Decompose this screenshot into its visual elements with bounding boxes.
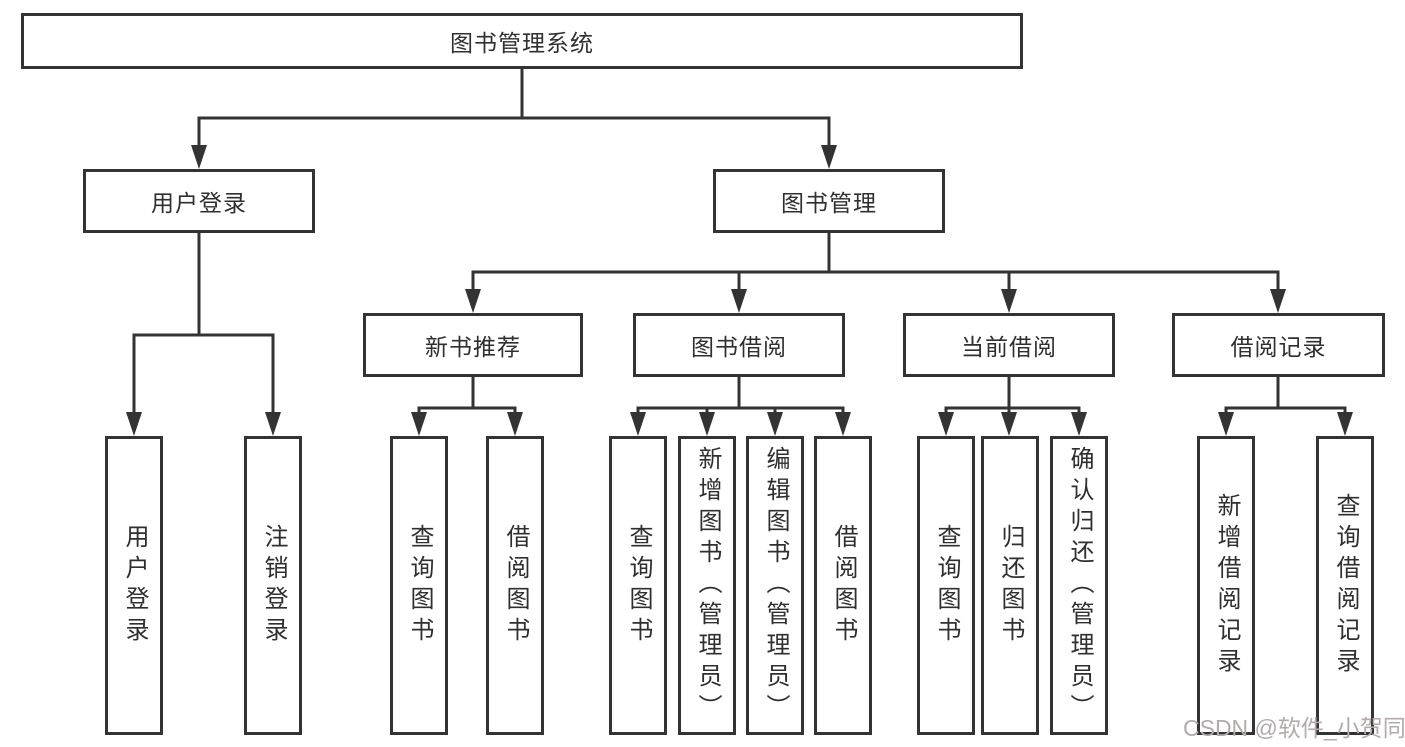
leaf-label: 查询借阅记录 (1332, 492, 1359, 679)
leaf-query-books-3: 查询图书 (917, 436, 975, 735)
leaf-borrow-books-1: 借阅图书 (486, 436, 544, 735)
leaf-add-books-admin: 新增图书（管理员） (678, 436, 736, 735)
leaf-edit-books-admin: 编辑图书（管理员） (746, 436, 804, 735)
leaf-label: 编辑图书（管理员） (762, 446, 789, 725)
leaf-label: 归还图书 (997, 523, 1024, 648)
leaf-label: 用户登录 (121, 523, 148, 648)
leaf-label: 确认归还（管理员） (1066, 446, 1093, 725)
leaf-query-books-1: 查询图书 (390, 436, 448, 735)
node-current-borrowing: 当前借阅 (903, 313, 1115, 377)
leaf-return-books: 归还图书 (981, 436, 1039, 735)
node-user-login: 用户登录 (83, 169, 315, 233)
leaf-logout: 注销登录 (244, 436, 302, 735)
leaf-label: 借阅图书 (502, 523, 529, 648)
leaf-label: 新增图书（管理员） (694, 446, 721, 725)
leaf-label: 查询图书 (406, 523, 433, 648)
leaf-query-borrow-record: 查询借阅记录 (1316, 436, 1374, 735)
node-book-borrowing: 图书借阅 (633, 313, 845, 377)
leaf-confirm-return-admin: 确认归还（管理员） (1050, 436, 1108, 735)
leaf-label: 查询图书 (933, 523, 960, 648)
leaf-label: 借阅图书 (830, 523, 857, 648)
leaf-label: 查询图书 (625, 523, 652, 648)
leaf-add-borrow-record: 新增借阅记录 (1197, 436, 1255, 735)
leaf-user-login: 用户登录 (105, 436, 163, 735)
node-book-management: 图书管理 (713, 169, 945, 233)
leaf-borrow-books-2: 借阅图书 (814, 436, 872, 735)
leaf-label: 注销登录 (260, 523, 287, 648)
csdn-watermark: CSDN @软件_小贺同学 (1183, 715, 1405, 741)
leaf-label: 新增借阅记录 (1213, 492, 1240, 679)
leaf-query-books-2: 查询图书 (609, 436, 667, 735)
node-new-book-recommendation: 新书推荐 (363, 313, 583, 377)
node-borrowing-records: 借阅记录 (1172, 313, 1385, 377)
node-library-management-system: 图书管理系统 (21, 13, 1023, 69)
